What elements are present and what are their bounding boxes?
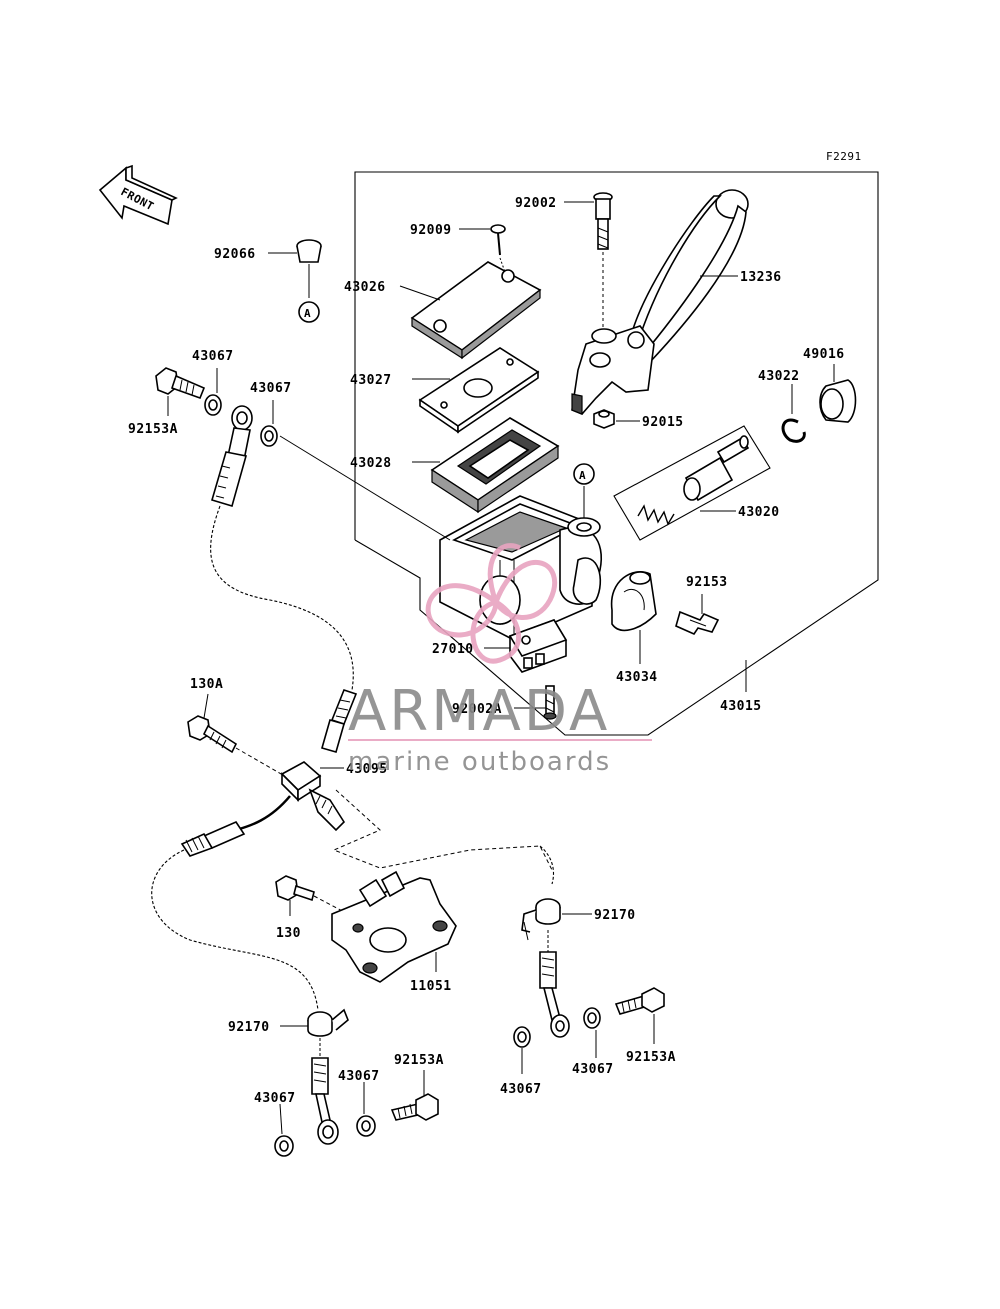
hose-fitting-left [311, 1038, 339, 1145]
part-130-label: 130 [276, 926, 301, 941]
part-43067-label-2: 43067 [250, 381, 292, 396]
banjo-bolt-92153A-lower [390, 1070, 439, 1121]
part-92002-label: 92002 [515, 196, 557, 211]
part-43027-label: 43027 [350, 373, 392, 388]
part-43067-label-4: 43067 [338, 1069, 380, 1084]
part-43067-label-6: 43067 [572, 1062, 614, 1077]
part-43034-label: 43034 [616, 670, 658, 685]
part-92170-label-right: 92170 [594, 908, 636, 923]
washer-43067-1 [204, 368, 222, 416]
front-arrow-icon: FRONT [98, 164, 178, 226]
brake-lever-13236 [571, 189, 749, 415]
hose-joint-43095 [180, 761, 346, 857]
washer-43067-4 [356, 1082, 376, 1137]
part-43015-label: 43015 [720, 699, 762, 714]
washer-43067-6 [583, 1007, 601, 1058]
brake-hose-left [151, 849, 319, 1011]
brake-hose-right [539, 845, 555, 885]
washer-43067-2 [260, 400, 278, 447]
part-92153A-label-3: 92153A [626, 1050, 676, 1065]
circlip-43022 [781, 384, 806, 443]
diaphragm-43028 [430, 417, 560, 514]
part-11051-label: 11051 [410, 979, 452, 994]
part-43095-label: 43095 [346, 762, 388, 777]
part-43067-label-5: 43067 [500, 1082, 542, 1097]
part-92153-label: 92153 [686, 575, 728, 590]
screw-92009 [490, 224, 506, 273]
part-13236-label: 13236 [740, 270, 782, 285]
part-43067-label-3: 43067 [254, 1091, 296, 1106]
diaphragm-plate-43027 [418, 347, 540, 434]
part-92009-label: 92009 [410, 223, 452, 238]
callout-a-1: A [304, 307, 311, 320]
part-49016-label: 49016 [803, 347, 845, 362]
part-27010-label: 27010 [432, 642, 474, 657]
hose-fitting-upper [211, 405, 253, 508]
part-92153A-label-1: 92153A [128, 422, 178, 437]
bolt-92153 [675, 594, 720, 636]
hose-clamp-92170-right [521, 898, 592, 941]
clamp-43034 [610, 571, 657, 664]
washer-43067-5 [513, 1026, 531, 1074]
hose-fitting-right [539, 930, 570, 1038]
callout-a-2: A [579, 469, 586, 482]
banjo-bolt-92153A-right [614, 987, 665, 1044]
brake-hose-upper [210, 505, 354, 691]
part-43028-label: 43028 [350, 456, 392, 471]
hose-clamp-92170-left [280, 1008, 349, 1037]
part-130A-label: 130A [190, 677, 223, 692]
cap-92066: A [296, 239, 322, 323]
washer-43067-3 [274, 1103, 294, 1157]
pivot-bolt-92002 [593, 192, 613, 330]
boot-49016 [819, 364, 857, 423]
reservoir-cover-43026 [410, 261, 542, 360]
piston-kit-43020 [613, 425, 771, 541]
banjo-bolt-92153A-upper [155, 367, 206, 400]
part-92015-label: 92015 [642, 415, 684, 430]
armada-logo-icon [425, 543, 558, 664]
figure-code: F2291 [826, 150, 862, 163]
hose-fitting-mid [321, 689, 358, 753]
part-92066-label: 92066 [214, 247, 256, 262]
bracket-11051 [331, 870, 457, 983]
bolt-130A [187, 693, 238, 754]
watermark: ARMADA marine outboards [348, 543, 652, 777]
part-92170-label-left: 92170 [228, 1020, 270, 1035]
bolt-130 [275, 875, 349, 916]
part-92153A-label-2: 92153A [394, 1053, 444, 1068]
screw-92002A [543, 685, 557, 720]
nut-92015 [593, 409, 615, 429]
assembly-outline-box [354, 171, 879, 736]
part-43020-label: 43020 [738, 505, 780, 520]
part-43026-label: 43026 [344, 280, 386, 295]
watermark-tagline: marine outboards [348, 747, 611, 777]
watermark-brand: ARMADA [348, 679, 610, 744]
part-43067-label-1: 43067 [192, 349, 234, 364]
part-43022-label: 43022 [758, 369, 800, 384]
brake-switch-27010 [508, 619, 568, 673]
part-92002A-label: 92002A [452, 702, 502, 717]
